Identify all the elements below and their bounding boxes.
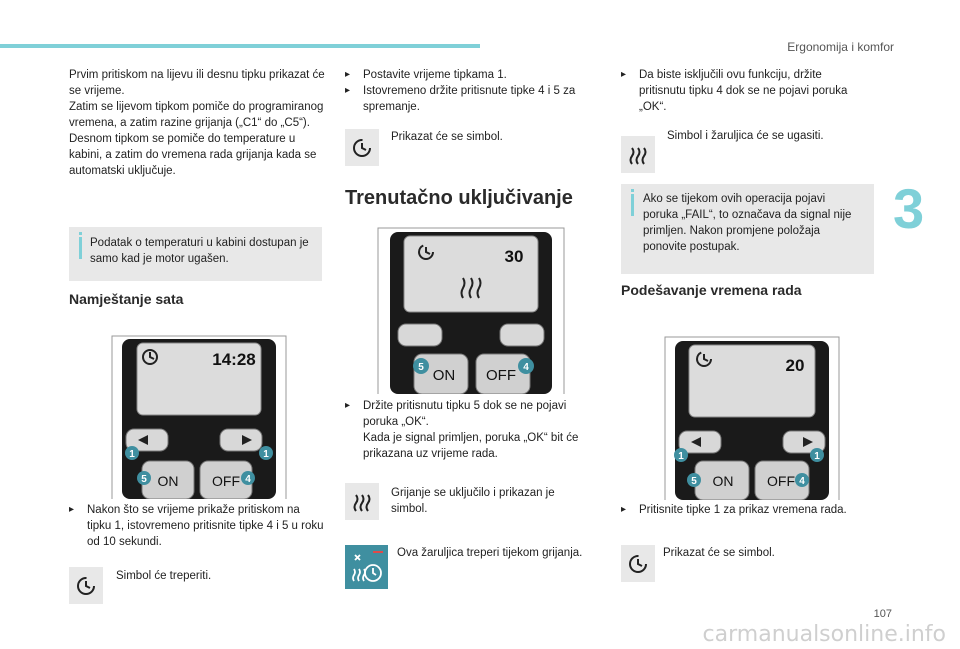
svg-text:OFF: OFF [486, 367, 516, 384]
info-icon [631, 189, 634, 216]
clock-symbol-icon [345, 129, 379, 166]
info-icon [79, 232, 82, 259]
display-value-instant: 30 [505, 247, 524, 266]
bullet-marker-icon: ▸ [69, 504, 75, 515]
svg-text:4: 4 [245, 474, 251, 485]
svg-text:5: 5 [418, 362, 424, 373]
svg-text:5: 5 [141, 474, 147, 485]
bullet-disable: ▸Da biste isključili ovu funkciju, držit… [621, 69, 848, 113]
icon-text-off: Simbol i žaruljica će se ugasiti. [667, 130, 824, 142]
section-title-instant: Trenutačno uključivanje [345, 187, 573, 209]
svg-text:ON: ON [433, 367, 456, 384]
page-number: 107 [873, 608, 892, 620]
section-title-clock: Namještanje sata [69, 291, 184, 307]
svg-text:ON: ON [158, 473, 179, 489]
info-box-fail: Ako se tijekom ovih operacija pojavi por… [621, 184, 874, 274]
header-accent-bar [0, 44, 480, 48]
bullet-save: ▸Istovremeno držite pritisnute tipke 4 i… [345, 85, 576, 113]
bullet-marker-icon: ▸ [345, 85, 351, 96]
svg-text:1: 1 [814, 451, 820, 462]
clock-symbol-icon [69, 567, 103, 604]
svg-text:OFF: OFF [767, 473, 795, 489]
remote-image-instant: 30 ON OFF 5 4 [368, 224, 574, 395]
bullet-marker-icon: ▸ [621, 504, 627, 515]
display-value-clock: 14:28 [212, 350, 255, 369]
bullet-marker-icon: ▸ [345, 400, 351, 411]
heating-symbol-icon [621, 136, 655, 173]
bullet-show-runtime: ▸Pritisnite tipke 1 za prikaz vremena ra… [621, 504, 847, 516]
svg-text:1: 1 [129, 449, 135, 460]
svg-text:ON: ON [713, 473, 734, 489]
svg-text:4: 4 [799, 476, 805, 487]
chapter-number: 3 [893, 177, 925, 240]
icon-text-shown: Prikazat će se simbol. [391, 131, 503, 143]
section-title-runtime: Podešavanje vremena rada [621, 282, 802, 298]
bullet-hold-on: ▸ Držite pritisnutu tipku 5 dok se ne po… [345, 400, 579, 460]
info-box-temperature: Podatak o temperaturi u kabini dostupan … [69, 227, 322, 281]
remote-image-clock: 14:28 ON OFF 1 1 5 4 [96, 331, 302, 500]
bullet-marker-icon: ▸ [621, 69, 627, 80]
icon-text-runtime: Prikazat će se simbol. [663, 547, 775, 559]
clock-symbol-icon [621, 545, 655, 582]
display-value-runtime: 20 [786, 356, 805, 375]
svg-text:1: 1 [263, 449, 269, 460]
remote-image-runtime: 20 ON OFF 1 1 5 4 [649, 333, 855, 501]
section-header: Ergonomija i komfor [787, 40, 894, 54]
bullet-marker-icon: ▸ [345, 69, 351, 80]
svg-text:5: 5 [691, 476, 697, 487]
svg-text:OFF: OFF [212, 473, 240, 489]
watermark: carmanualsonline.info [702, 622, 946, 647]
icon-text-heating-on: Grijanje se uključilo i prikazan je simb… [391, 487, 555, 515]
svg-text:1: 1 [678, 451, 684, 462]
heating-symbol-icon [345, 483, 379, 520]
bullet-set-time: ▸Postavite vrijeme tipkama 1. [345, 69, 507, 81]
svg-text:4: 4 [523, 362, 529, 373]
icon-text-flash: Simbol će treperiti. [116, 570, 212, 582]
icon-text-lamp: Ova žaruljica treperi tijekom grijanja. [397, 547, 583, 559]
intro-text: Prvim pritiskom na lijevu ili desnu tipk… [69, 69, 325, 177]
heating-lamp-icon [345, 545, 388, 589]
bullet-clock-save: ▸ Nakon što se vrijeme prikaže pritiskom… [69, 504, 324, 548]
